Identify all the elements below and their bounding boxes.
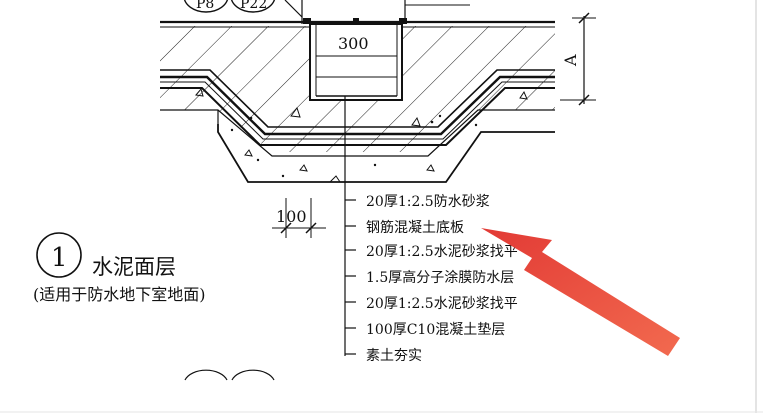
layer-label-7: 素土夯实 xyxy=(366,348,422,364)
callout-circle-p22 xyxy=(230,0,276,13)
layer-label-5: 20厚1:2.5水泥砂浆找平 xyxy=(366,296,518,312)
callout-circle-p8 xyxy=(183,0,229,13)
detail-number: 1 xyxy=(51,243,68,273)
aggregate-marks xyxy=(195,87,528,183)
dimension-a xyxy=(560,12,596,106)
detail-title: 水泥面层 xyxy=(92,255,176,279)
aggregate-dots xyxy=(230,114,478,178)
sump-pit: 300 xyxy=(309,23,403,101)
callout-p22: P22 xyxy=(240,0,267,12)
layer-label-2: 钢筋混凝土底板 xyxy=(366,219,464,236)
layer-lines xyxy=(160,69,555,183)
detail-number-circle xyxy=(36,232,82,278)
layer-label-3: 20厚1:2.5水泥砂浆找平 xyxy=(366,244,518,260)
detail-marker: 1 水泥面层 (适用于防水地下室地面) xyxy=(33,232,206,304)
layer-label-4: 1.5厚高分子涂膜防水层 xyxy=(366,269,514,286)
layer-label-6: 100厚C10混凝土垫层 xyxy=(366,322,505,338)
detail-subtitle: (适用于防水地下室地面) xyxy=(33,285,206,304)
top-callouts: P8 P22 xyxy=(183,0,470,24)
dimension-a-label: A xyxy=(561,54,580,67)
leader-ticks xyxy=(345,199,356,355)
dimension-100-label: 100 xyxy=(276,207,307,226)
dimension-300: 300 xyxy=(338,34,369,53)
layer-labels: 20厚1:2.5防水砂浆 钢筋混凝土底板 20厚1:2.5水泥砂浆找平 1.5厚… xyxy=(366,194,518,364)
layer-label-1: 20厚1:2.5防水砂浆 xyxy=(366,194,490,210)
callout-p8: P8 xyxy=(196,0,214,12)
dimension-100 xyxy=(272,198,326,238)
annotation-arrow xyxy=(481,228,680,356)
